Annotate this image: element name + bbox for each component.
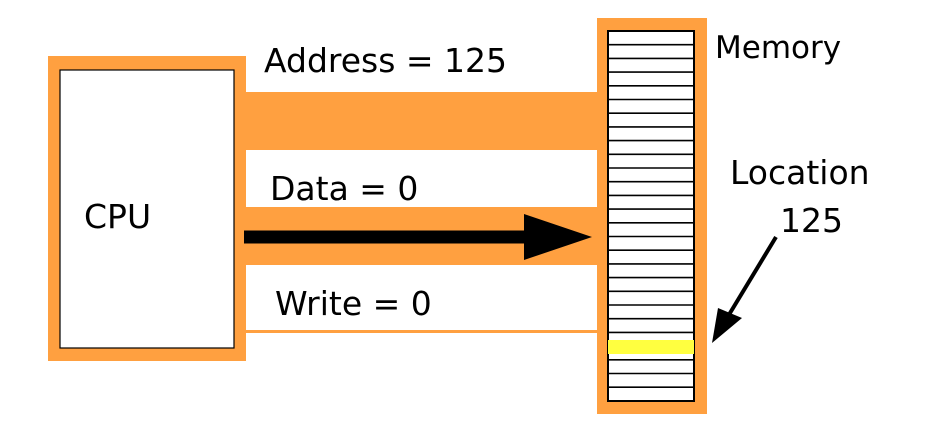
- location-label: Location: [730, 153, 870, 192]
- cpu-label: CPU: [84, 197, 152, 236]
- location-number-label: 125: [780, 201, 843, 240]
- address-bus: [246, 92, 600, 150]
- address-bus-label: Address = 125: [264, 41, 508, 80]
- memory-column: [607, 30, 695, 402]
- location-pointer-shaft: [725, 235, 778, 320]
- write-line: [246, 330, 600, 333]
- cpu-box-inner: [59, 69, 235, 349]
- memory-label: Memory: [715, 30, 842, 66]
- write-line-label: Write = 0: [275, 284, 432, 323]
- memory-location-125-highlight: [608, 340, 694, 354]
- data-arrow-head: [524, 214, 592, 260]
- memory-cells: [608, 43, 694, 389]
- location-pointer-head: [712, 308, 742, 343]
- data-bus-label: Data = 0: [270, 169, 419, 208]
